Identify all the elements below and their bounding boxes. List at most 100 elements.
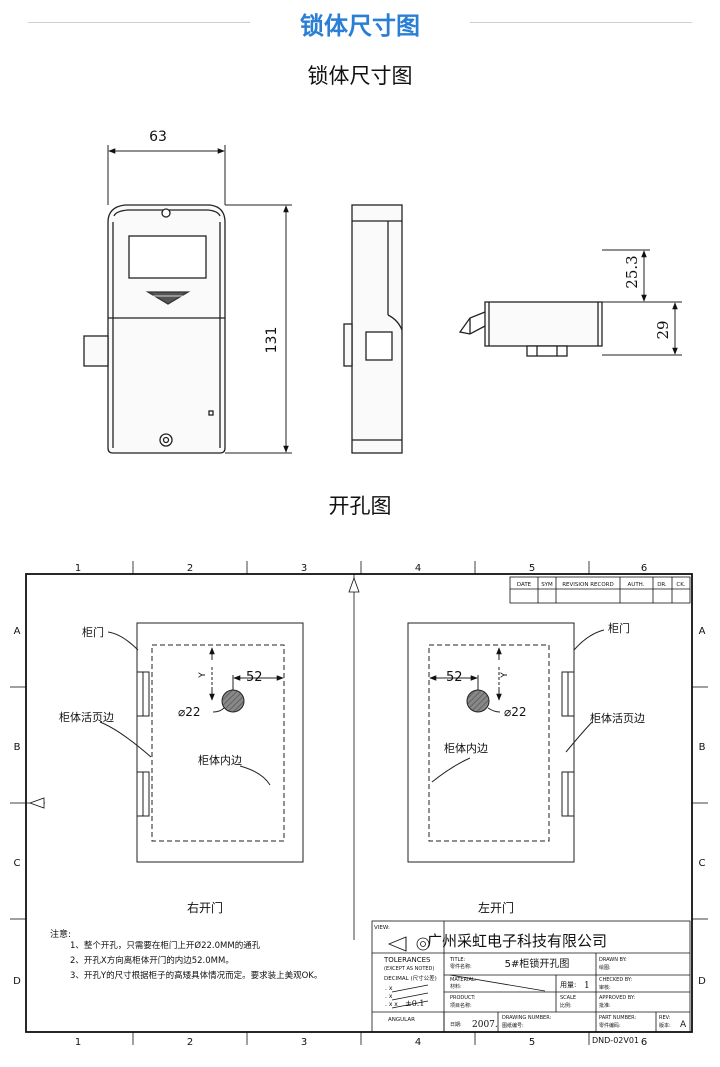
drawing-label: 6 <box>641 1037 647 1048</box>
label-inner-edge: 柜体内边 <box>198 753 242 767</box>
drawing-label: 图纸编号: <box>502 1022 524 1029</box>
drawing-code: DND-02V01 <box>592 1036 639 1045</box>
title-block-text: VIEW: 广州采虹电子科技有限公司 TOLERANCES (EXCEPT AS… <box>374 925 687 1045</box>
drawing-label: DRAWN BY: <box>599 957 627 963</box>
drawing-label: B <box>14 742 21 753</box>
drawing-label: 材料: <box>450 983 462 990</box>
label-diameter: ⌀22 <box>178 705 201 719</box>
drawing-label: 版本: <box>659 1022 671 1029</box>
drawing-label: 4 <box>415 1037 421 1048</box>
lock-top-view <box>458 301 603 357</box>
drawing-label: 2007. <box>472 1020 498 1030</box>
drawing-label: SYM <box>541 582 553 588</box>
drawing-label: 1 <box>584 981 590 991</box>
drawing-label: A <box>699 626 706 637</box>
label-door: 柜门 <box>608 621 630 635</box>
title-block <box>371 920 691 1033</box>
drawing-label: 审核: <box>599 984 611 991</box>
drawing-label: (EXCEPT AS NOTED) <box>384 966 434 972</box>
right-door-labels: 柜门 柜体活页边 柜体内边 52 ⌀22 Y 右开门 <box>59 625 263 915</box>
drawing-label: ±0.1 <box>405 999 424 1008</box>
banner-rule-left <box>28 22 250 23</box>
drawing-label: 4 <box>415 563 421 574</box>
drawing-label: 日期: <box>450 1022 462 1028</box>
dimension-depth-label: 25.3 <box>623 255 641 288</box>
section-title-dimensions: 锁体尺寸图 <box>307 64 413 88</box>
drawing-label: APPROVED BY: <box>599 995 635 1001</box>
drawing-label: 零件名称: <box>450 963 472 970</box>
drawing-label: B <box>699 742 706 753</box>
company-name: 广州采虹电子科技有限公司 <box>427 932 607 950</box>
dimension-width <box>107 145 226 205</box>
caption-left-open: 左开门 <box>478 900 514 915</box>
drawing-label: AUTH. <box>628 582 645 588</box>
drawing-label: PART NUMBER: <box>599 1015 636 1021</box>
section-title-cutout: 开孔图 <box>328 494 392 518</box>
drawing-label: REVISION RECORD <box>562 582 614 588</box>
label-hinge-edge: 柜体活页边 <box>590 711 645 725</box>
dimension-height <box>225 204 292 454</box>
notes: 注意: 1、整个开孔，只需要在柜门上开Ø22.0MM的通孔 2、开孔X方向离柜体… <box>50 928 322 981</box>
banner-title: 锁体尺寸图 <box>300 12 420 40</box>
drawing-label: 用量: <box>560 981 576 989</box>
label-offset-52: 52 <box>246 670 263 685</box>
drawing-label: TOLERANCES <box>383 956 431 964</box>
drawing-label: CHECKED BY: <box>599 977 632 983</box>
drawing-label: 批准: <box>599 1002 611 1009</box>
drawing-label: 5 <box>529 1037 535 1048</box>
drawing-label: VIEW: <box>374 925 390 931</box>
sheet-frame <box>10 561 708 1045</box>
revision-table <box>509 576 691 604</box>
drawing-label: 2 <box>187 1037 193 1048</box>
drawing-label: TITLE: <box>449 957 466 963</box>
lock-front-view <box>83 204 226 454</box>
note-1: 1、整个开孔，只需要在柜门上开Ø22.0MM的通孔 <box>70 940 261 951</box>
drawing-label: A <box>680 1020 687 1030</box>
drawing-label: . x x <box>385 1001 398 1008</box>
label-offset-52: 52 <box>446 670 463 685</box>
drawing-label: REV: <box>659 1015 671 1021</box>
label-diameter: ⌀22 <box>504 705 527 719</box>
label-inner-edge: 柜体内边 <box>444 741 488 755</box>
note-2: 2、开孔X方向离柜体开门的内边52.0MM。 <box>70 955 234 966</box>
drawing-label: 绘图: <box>599 964 611 971</box>
right-door-drawing <box>99 622 304 863</box>
drawing-label: DATE <box>517 582 532 588</box>
left-door-drawing <box>407 622 605 863</box>
drawing-label: A <box>14 626 21 637</box>
dimension-top-view <box>602 249 682 356</box>
drawing-label: . x <box>385 993 393 1000</box>
note-3: 3、开孔Y的尺寸根据柜子的高矮具体情况而定。要求装上美观OK。 <box>70 970 322 981</box>
label-door: 柜门 <box>82 625 104 639</box>
notes-title: 注意: <box>50 928 71 940</box>
drawing-label: PRODUCT: <box>450 995 476 1001</box>
drawing-label: DRAWING NUMBER: <box>502 1015 552 1021</box>
drawing-label: ANGULAR <box>388 1017 415 1023</box>
drawing-title: 5#柜锁开孔图 <box>505 957 570 970</box>
drawing-label: D <box>13 976 21 987</box>
label-y: Y <box>198 672 208 679</box>
left-door-labels: 柜门 柜体活页边 柜体内边 52 ⌀22 Y 左开门 <box>444 621 645 915</box>
caption-right-open: 右开门 <box>187 900 223 915</box>
drawing-label: C <box>699 858 706 869</box>
dimension-height-label: 131 <box>264 327 280 354</box>
drawing-label: 项目名称: <box>450 1002 472 1009</box>
drawing-label: DECIMAL (尺寸公差) <box>384 974 437 982</box>
drawing-label: SCALE <box>560 995 576 1001</box>
drawing-label: 1 <box>75 563 81 574</box>
lock-side-view <box>343 204 403 454</box>
drawing-label: MATERIAL: <box>450 977 477 983</box>
drawing-label: . x <box>385 985 393 992</box>
dimension-thickness-label: 29 <box>654 320 672 339</box>
drawing-label: 3 <box>301 563 307 574</box>
drawing-label: 6 <box>641 563 647 574</box>
label-hinge-edge: 柜体活页边 <box>59 710 114 724</box>
banner-rule-right <box>470 22 692 23</box>
drawing-label: 零件编码: <box>599 1022 621 1029</box>
label-y: Y <box>500 672 510 679</box>
revision-headers: DATE SYM REVISION RECORD AUTH. DR. CK. <box>517 582 686 588</box>
drawing-label: 5 <box>529 563 535 574</box>
drawing-label: 1 <box>75 1037 81 1048</box>
